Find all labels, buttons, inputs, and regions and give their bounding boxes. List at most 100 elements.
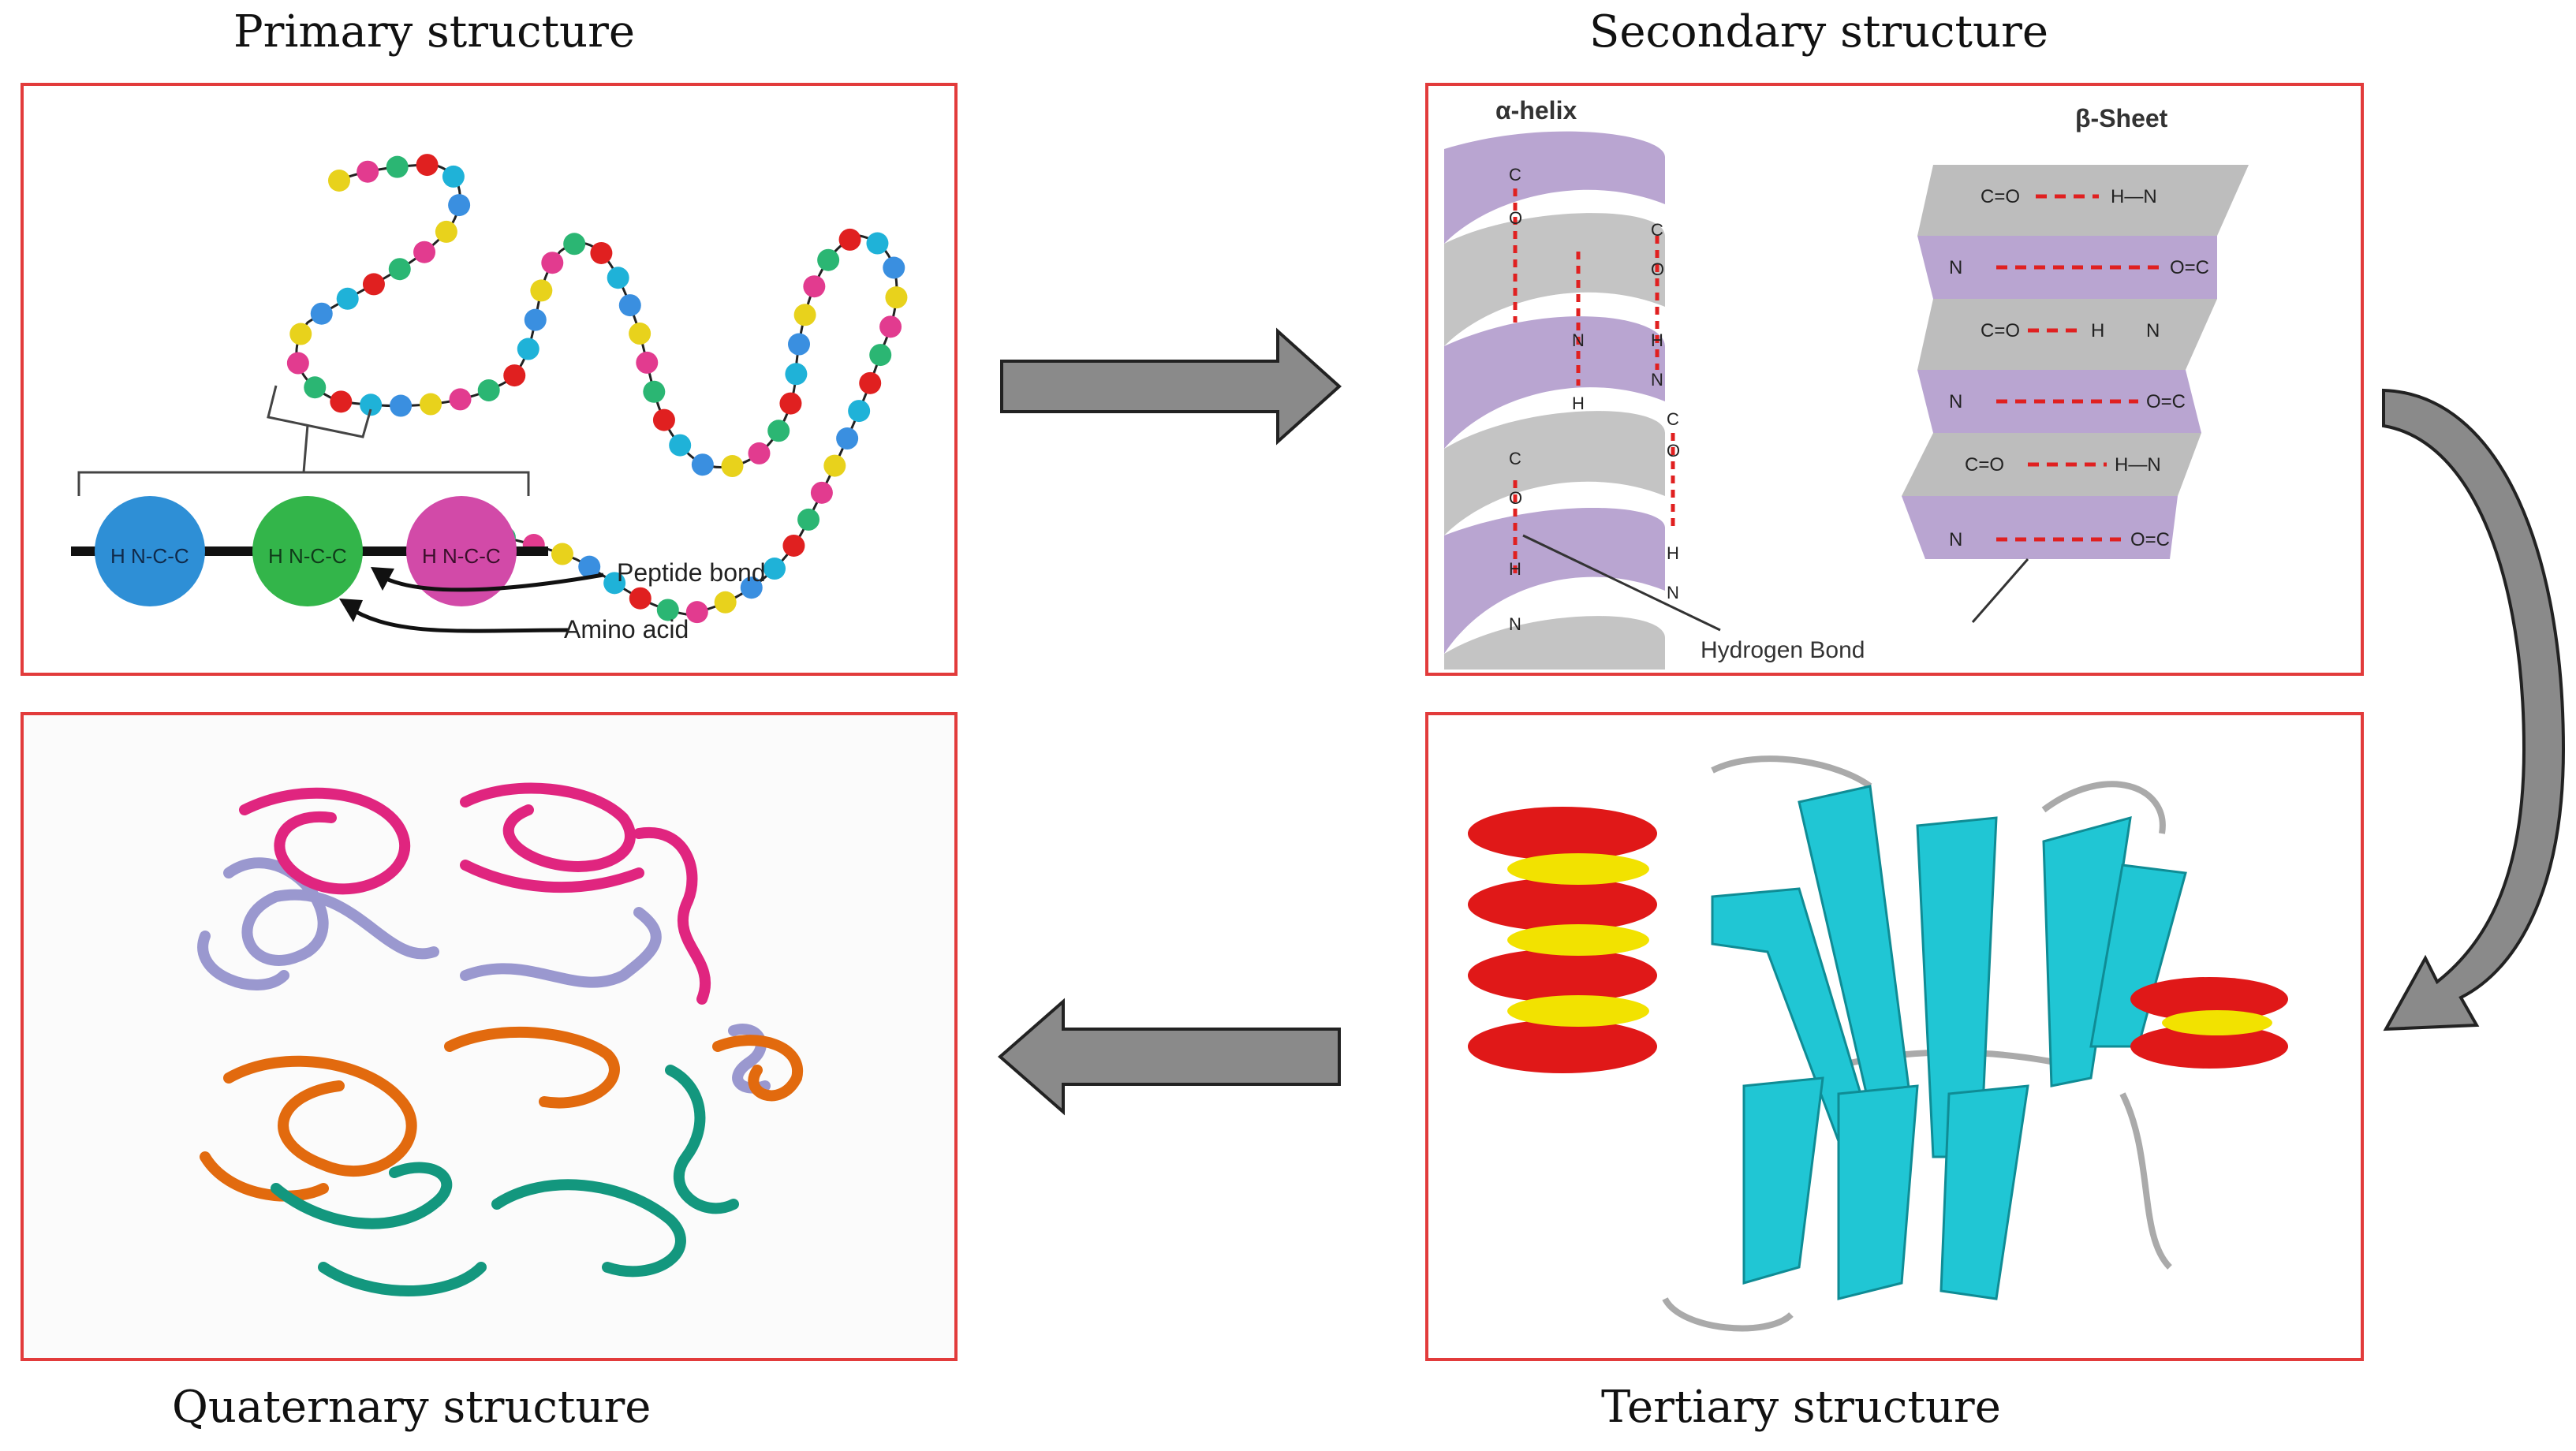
amino-acid-bead xyxy=(362,273,385,296)
amino-acid-bead xyxy=(310,302,333,325)
amino-acid-bead xyxy=(629,587,651,610)
amino-acid-bead xyxy=(357,160,379,183)
svg-text:H—N: H—N xyxy=(2115,454,2161,476)
amino-acid-bead xyxy=(607,267,629,289)
svg-text:O: O xyxy=(1667,441,1680,461)
amino-acid-bead xyxy=(503,364,526,387)
amino-acid-bead xyxy=(691,453,714,476)
quaternary-structure-panel xyxy=(21,712,958,1361)
amino-acid-bead xyxy=(643,380,666,403)
svg-text:N: N xyxy=(1949,257,1962,278)
svg-text:N: N xyxy=(1572,330,1585,350)
svg-text:O: O xyxy=(1509,208,1522,228)
amino-acid-bead xyxy=(336,287,359,310)
amino-acid-bead xyxy=(838,228,861,251)
svg-text:N: N xyxy=(1949,391,1962,412)
amino-acid-bead xyxy=(740,576,763,599)
alpha-helix-label: α-helix xyxy=(1495,96,1577,125)
svg-text:N: N xyxy=(2146,320,2160,341)
svg-text:H: H xyxy=(1509,559,1521,579)
amino-acid-bead xyxy=(848,400,871,423)
amino-acid-bead xyxy=(636,351,659,374)
amino-acid-bead xyxy=(669,434,692,457)
amino-acid-bead xyxy=(386,155,409,178)
amino-acid-bead xyxy=(578,555,601,578)
curved-down-arrow-icon xyxy=(2382,388,2566,1031)
peptide-bond-label: Peptide bond xyxy=(617,558,766,587)
amino-acid-bead xyxy=(590,241,613,264)
amino-acid-bead xyxy=(652,408,675,431)
svg-text:H: H xyxy=(1572,394,1585,413)
amino-acid-bead xyxy=(879,315,902,338)
amino-acid-label: Amino acid xyxy=(564,615,689,643)
primary-structure-title: Primary structure xyxy=(233,6,635,58)
amino-acid-bead xyxy=(797,508,820,531)
amino-acid-bead xyxy=(416,154,439,177)
amino-acid-bead xyxy=(721,455,744,478)
svg-text:C=O: C=O xyxy=(1965,454,2004,476)
amino-acid-bead xyxy=(685,601,708,624)
amino-acid-bead xyxy=(289,323,312,345)
amino-acid-bead xyxy=(866,232,889,255)
amino-acid-bead xyxy=(449,388,472,411)
tertiary-alpha-helix-right xyxy=(2130,977,2288,1069)
svg-text:C: C xyxy=(1667,409,1679,429)
svg-text:O: O xyxy=(1509,488,1522,508)
tertiary-structure-illustration xyxy=(1468,755,2288,1332)
quaternary-structure-title: Quaternary structure xyxy=(172,1382,651,1433)
amino-acid-bead xyxy=(763,558,786,580)
quaternary-subunit-teal xyxy=(271,1065,739,1296)
secondary-structure-illustration: α-helix β-Sheet CO NH CO HN CO xyxy=(1444,96,2249,670)
amino-acid-bead xyxy=(304,376,327,399)
svg-text:O=C: O=C xyxy=(2130,529,2170,550)
svg-text:N: N xyxy=(1509,614,1521,634)
amino-acid-bead xyxy=(817,248,840,271)
quaternary-structure-illustration xyxy=(197,782,804,1296)
alpha-helix-ribbon: CO NH CO HN CO HN CO HN xyxy=(1444,131,1680,670)
amino-acid-pink: H N-C-C xyxy=(406,496,517,606)
amino-acid-bead xyxy=(618,294,641,317)
amino-acid-bead xyxy=(793,304,816,326)
svg-text:O=C: O=C xyxy=(2146,391,2186,412)
amino-acid-green: H N-C-C xyxy=(252,496,363,606)
secondary-structure-title: Secondary structure xyxy=(1589,6,2049,58)
amino-acid-bead xyxy=(413,241,436,263)
amino-acid-bead xyxy=(603,572,626,595)
tertiary-structure-panel xyxy=(1425,712,2364,1361)
amino-acid-bead xyxy=(803,275,826,298)
svg-text:O: O xyxy=(1651,259,1664,279)
quaternary-subunit-lavender xyxy=(197,857,771,1094)
svg-text:N: N xyxy=(1651,370,1663,390)
amino-acid-bead xyxy=(328,170,350,192)
svg-text:O=C: O=C xyxy=(2170,257,2209,278)
amino-acid-bead xyxy=(885,286,908,309)
svg-text:N: N xyxy=(1949,529,1962,550)
left-arrow-icon xyxy=(997,998,1341,1116)
right-arrow-icon xyxy=(1000,327,1342,446)
amino-acid-bead xyxy=(388,258,411,281)
primary-structure-panel: H N-C-C H N-C-C H N-C-C Peptide bond Ami… xyxy=(21,83,958,676)
svg-text:H N-C-C: H N-C-C xyxy=(422,544,501,568)
amino-acid-bead xyxy=(435,220,457,243)
amino-acid-bead xyxy=(420,393,442,416)
amino-acid-bead xyxy=(779,392,802,415)
svg-text:N: N xyxy=(1667,583,1679,602)
amino-acid-bead xyxy=(788,333,811,356)
beta-sheet-label: β-Sheet xyxy=(2075,104,2168,132)
amino-acid-bead xyxy=(748,442,771,464)
hydrogen-bond-label: Hydrogen Bond xyxy=(1701,637,1865,663)
svg-text:C: C xyxy=(1509,165,1521,185)
tertiary-beta-strands xyxy=(1711,785,2187,1300)
quaternary-subunit-orange xyxy=(200,1026,804,1202)
amino-acid-bead xyxy=(714,591,737,614)
amino-acid-bead xyxy=(517,338,539,360)
amino-acid-bead xyxy=(477,379,500,402)
amino-acid-bead xyxy=(836,427,859,450)
amino-acid-bead xyxy=(782,534,805,557)
amino-acid-bead xyxy=(785,363,808,386)
svg-text:C=O: C=O xyxy=(1981,186,2020,207)
svg-text:C: C xyxy=(1651,220,1663,240)
amino-acid-bead xyxy=(448,194,471,217)
